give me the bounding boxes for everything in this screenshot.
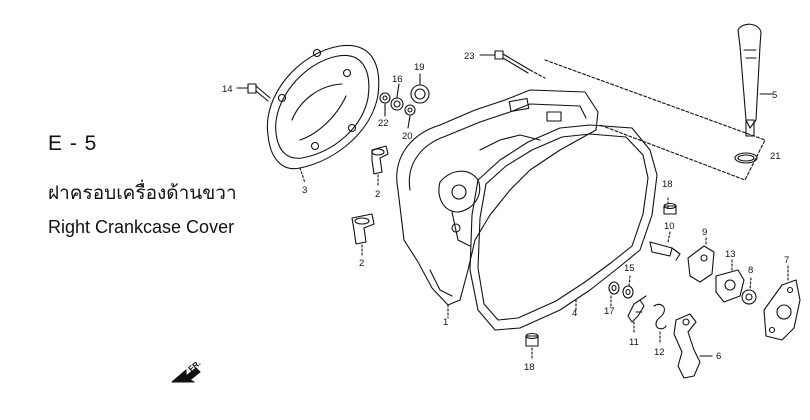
part-bolt-14 bbox=[236, 83, 271, 102]
part-seals-16-22-19-20 bbox=[379, 73, 430, 129]
callout-11: 11 bbox=[629, 337, 639, 348]
callout-18-upper: 18 bbox=[662, 179, 673, 190]
title-block: E - 5 ฝาครอบเครื่องด้านขวา Right Crankca… bbox=[48, 132, 237, 238]
part-crankcase-cover bbox=[396, 89, 599, 319]
part-flange-7 bbox=[763, 265, 801, 341]
part-oring-21 bbox=[734, 152, 758, 164]
callout-22: 22 bbox=[378, 118, 389, 129]
callout-9: 9 bbox=[702, 227, 707, 238]
title-thai: ฝาครอบเครื่องด้านขวา bbox=[48, 182, 237, 204]
part-gasket bbox=[469, 124, 658, 331]
callout-12: 12 bbox=[654, 347, 665, 358]
part-spring-11 bbox=[627, 295, 647, 335]
part-holder-13 bbox=[715, 259, 745, 303]
callout-1: 1 bbox=[443, 317, 448, 328]
callout-labels: 1 2 2 3 4 5 6 7 8 9 10 11 12 13 14 15 16… bbox=[187, 51, 790, 374]
callout-16: 16 bbox=[392, 74, 403, 85]
callout-23: 23 bbox=[464, 51, 475, 62]
part-spring-12 bbox=[653, 303, 667, 345]
callout-14: 14 bbox=[222, 84, 233, 95]
part-dowel-upper bbox=[663, 197, 677, 215]
part-outer-cover bbox=[266, 44, 380, 184]
part-lever-6 bbox=[673, 313, 713, 379]
callout-6: 6 bbox=[716, 351, 721, 362]
callout-21: 21 bbox=[770, 151, 781, 162]
part-grommet-lower bbox=[351, 213, 375, 256]
callout-17: 17 bbox=[604, 306, 615, 317]
callout-19: 19 bbox=[414, 62, 425, 73]
callout-2-upper: 2 bbox=[375, 189, 380, 200]
callout-3: 3 bbox=[302, 185, 307, 196]
callout-15: 15 bbox=[624, 263, 635, 274]
callout-4: 4 bbox=[572, 308, 577, 319]
section-code: E - 5 bbox=[48, 132, 98, 155]
part-dowel-lower bbox=[525, 332, 539, 359]
callout-10: 10 bbox=[664, 221, 675, 232]
title-english: Right Crankcase Cover bbox=[48, 217, 235, 237]
callout-8: 8 bbox=[748, 265, 753, 276]
callout-7: 7 bbox=[784, 255, 789, 266]
part-dipstick bbox=[737, 23, 773, 137]
forward-direction-arrow bbox=[171, 367, 201, 383]
part-washer-8 bbox=[741, 277, 757, 305]
part-bolt-23 bbox=[479, 50, 766, 181]
callout-13: 13 bbox=[725, 249, 736, 260]
part-grommet-upper bbox=[371, 145, 389, 186]
part-washers-15-17 bbox=[608, 275, 634, 307]
callout-20: 20 bbox=[402, 131, 413, 142]
part-switch-10 bbox=[649, 231, 681, 261]
callout-18-lower: 18 bbox=[524, 362, 535, 373]
part-cam-9 bbox=[687, 237, 715, 283]
callout-2-lower: 2 bbox=[359, 258, 364, 269]
callout-5: 5 bbox=[772, 90, 777, 101]
